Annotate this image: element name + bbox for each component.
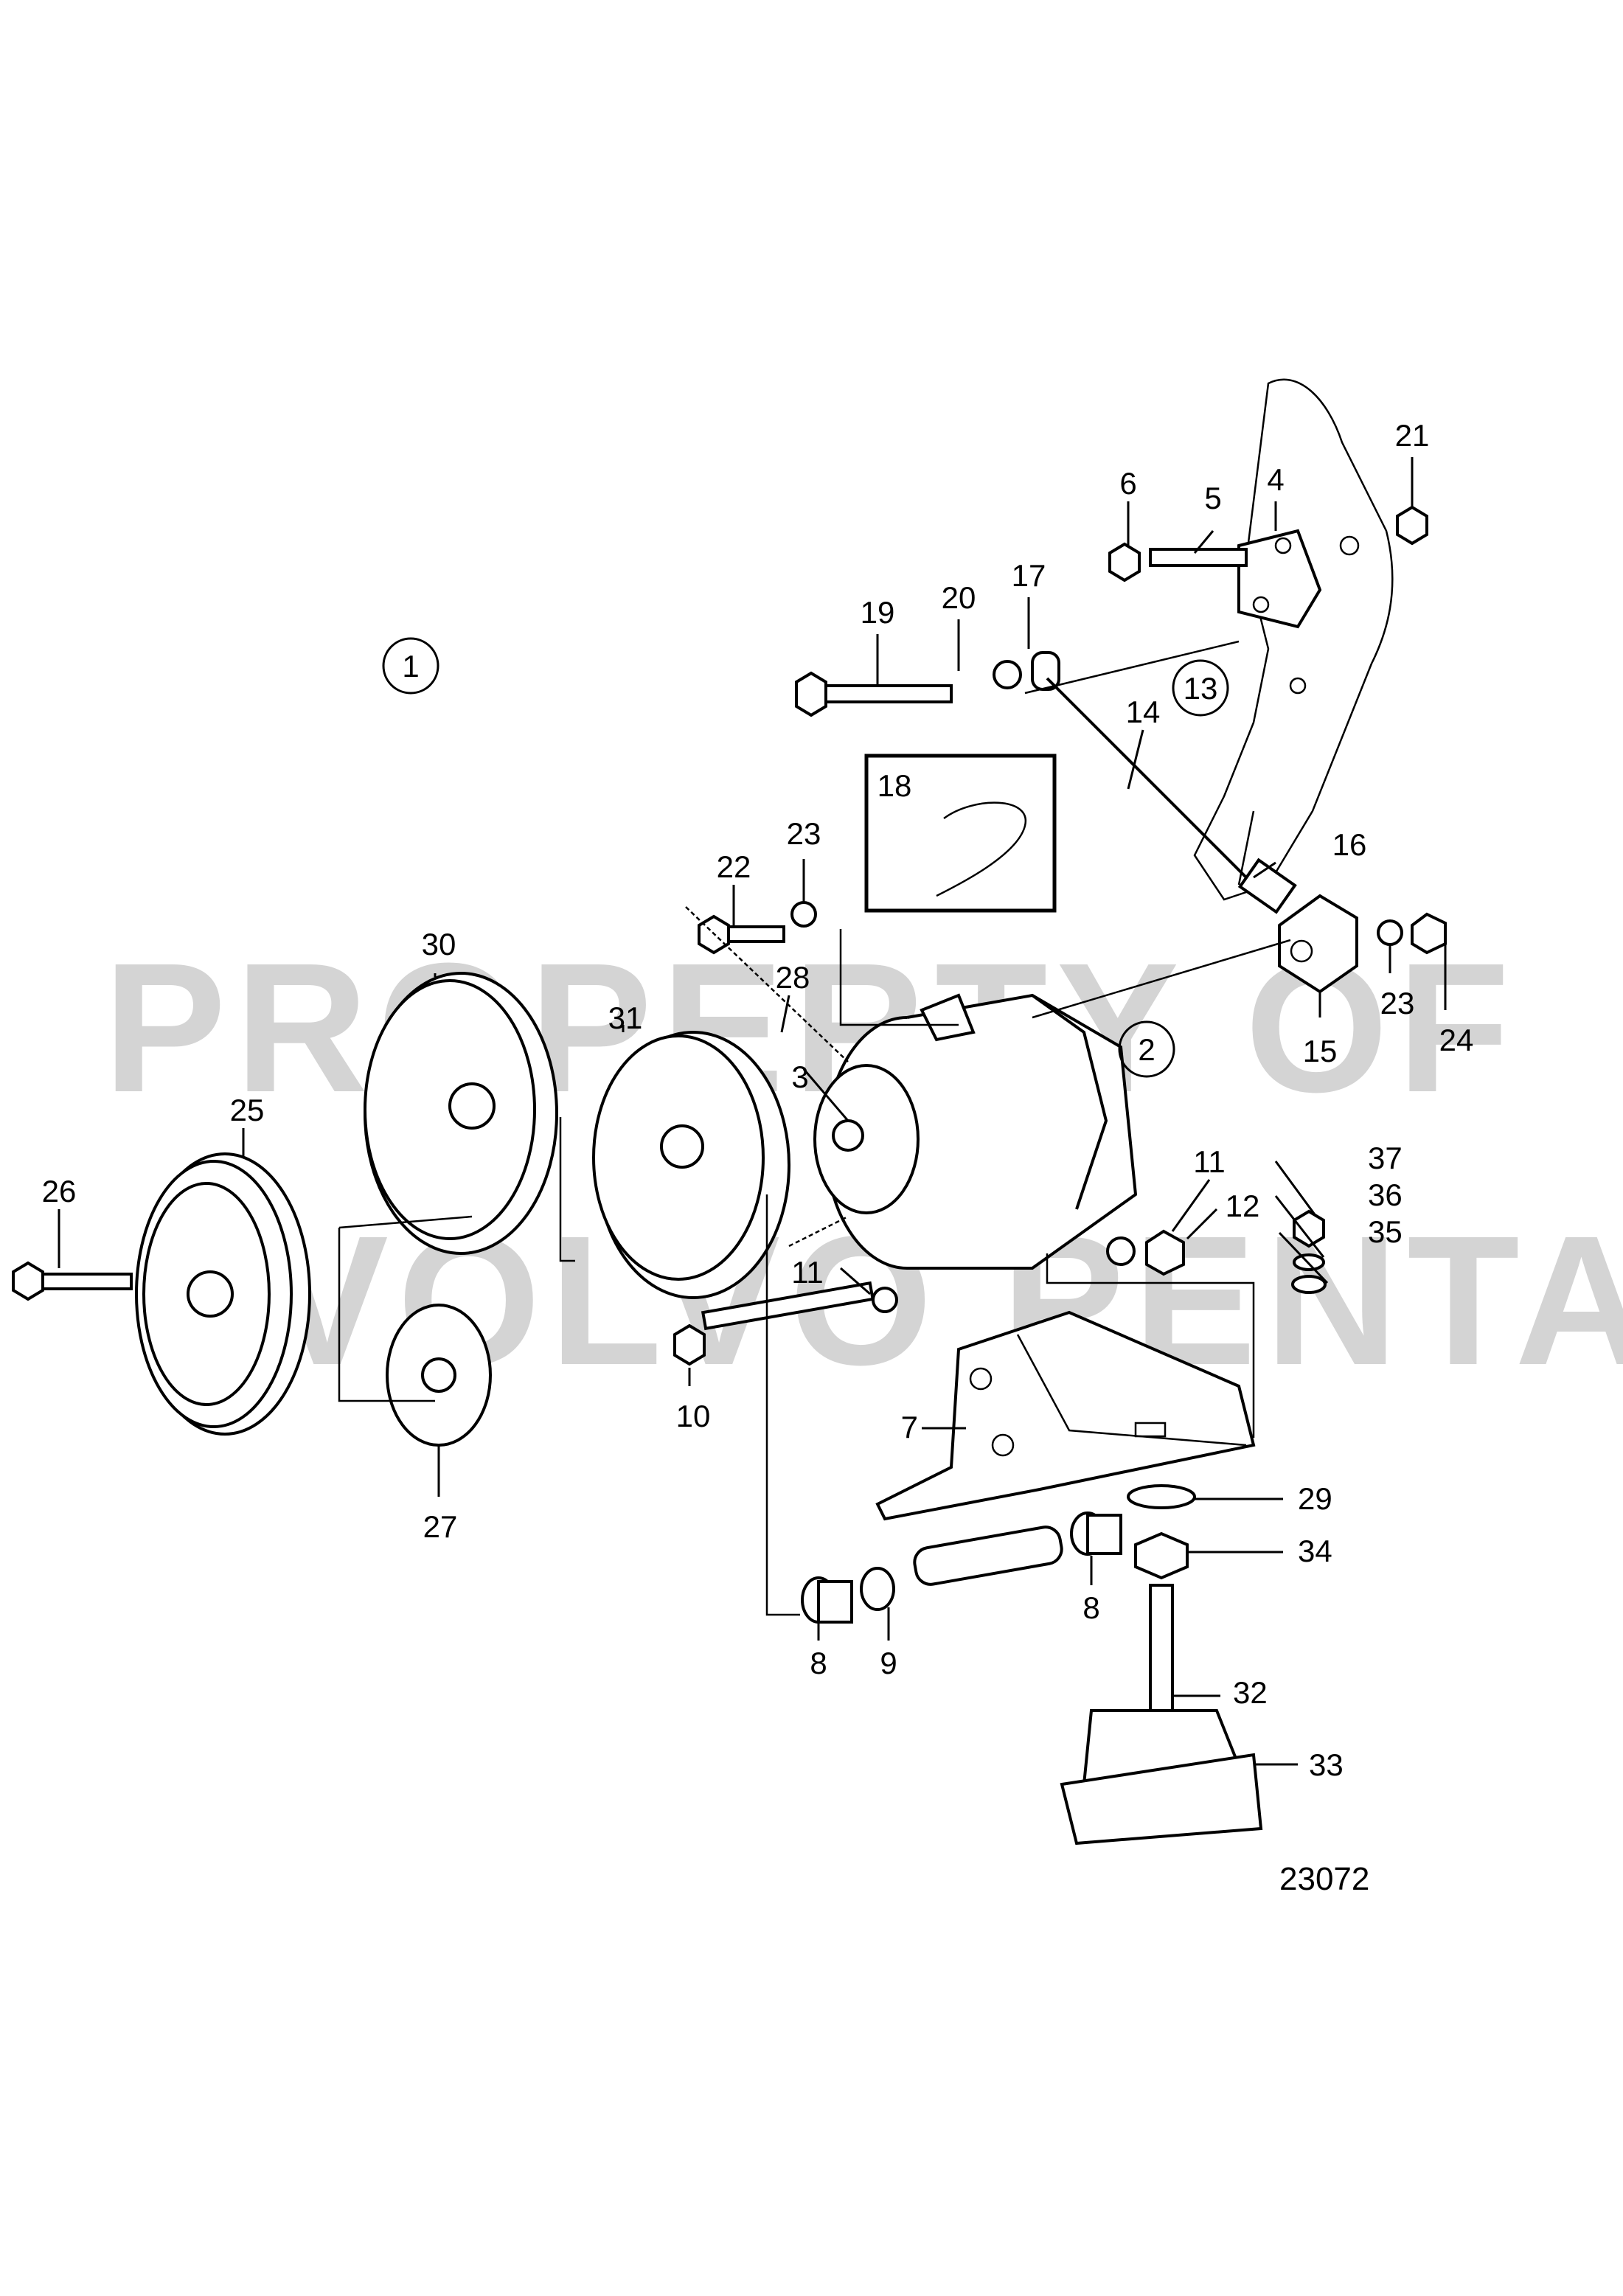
callout-29: 29	[1298, 1481, 1332, 1516]
engine-bracket	[1193, 378, 1394, 901]
callout-13: 13	[1184, 671, 1218, 706]
callout-25: 25	[230, 1093, 265, 1127]
callout-28: 28	[776, 960, 810, 995]
callout-26: 26	[42, 1174, 77, 1208]
watermark-line-1: PROPERTY OF	[103, 925, 1518, 1130]
callout-10: 10	[676, 1399, 711, 1433]
callout-23a: 23	[787, 816, 821, 851]
tension-bracket	[1108, 505, 1428, 629]
washer-29-nut-34	[1127, 1484, 1196, 1580]
callout-2: 2	[1138, 1032, 1155, 1067]
callout-27: 27	[423, 1509, 458, 1544]
callout-12: 12	[1226, 1189, 1260, 1223]
callout-20: 20	[942, 580, 976, 615]
callout-32: 32	[1233, 1675, 1268, 1710]
callout-9: 9	[880, 1646, 897, 1680]
leader-lines	[58, 457, 1447, 1766]
callout-11b: 11	[791, 1255, 824, 1290]
alternator	[813, 993, 1138, 1270]
callout-8a: 8	[1082, 1590, 1099, 1625]
callout-1: 1	[402, 649, 419, 683]
washers-35-37	[1291, 1209, 1327, 1294]
engine-mount	[1060, 1584, 1263, 1846]
callout-34: 34	[1298, 1534, 1332, 1568]
circled-callouts: 1 2 13	[382, 637, 1229, 1078]
callout-4: 4	[1267, 462, 1284, 497]
inset-box-18	[864, 754, 1057, 913]
mounting-bracket	[875, 1310, 1256, 1521]
callout-5: 5	[1204, 481, 1221, 515]
callout-35: 35	[1368, 1214, 1403, 1249]
callout-22: 22	[717, 849, 751, 884]
drawing-number: 23072	[1279, 1861, 1369, 1897]
washer-11-nut-12	[1106, 1229, 1185, 1276]
callout-23b: 23	[1380, 986, 1415, 1020]
callout-36: 36	[1368, 1177, 1403, 1212]
bolt-26	[12, 1261, 133, 1301]
callout-17: 17	[1012, 558, 1046, 593]
callout-labels: 3 4 5 6 7 8 8 9 10 11 11 12 14 15 16 17 …	[42, 418, 1474, 1782]
adjusting-rod	[795, 651, 1297, 914]
callout-8b: 8	[810, 1646, 827, 1680]
callout-7: 7	[901, 1410, 918, 1444]
callout-37: 37	[1368, 1141, 1403, 1175]
callout-19: 19	[861, 595, 895, 630]
callout-11a: 11	[1193, 1144, 1226, 1179]
callout-16: 16	[1332, 827, 1367, 862]
callout-3: 3	[791, 1060, 808, 1094]
callout-31: 31	[608, 1001, 643, 1035]
callout-14: 14	[1126, 695, 1161, 729]
bolt-10	[673, 1281, 898, 1366]
pulleys	[135, 972, 790, 1447]
callout-6: 6	[1119, 466, 1136, 501]
bushings	[801, 1511, 1122, 1624]
callout-15: 15	[1303, 1034, 1338, 1068]
callout-30: 30	[422, 927, 456, 961]
bolt-22	[698, 901, 817, 955]
callout-33: 33	[1309, 1747, 1344, 1782]
drive-belt	[685, 906, 849, 1248]
callout-18: 18	[877, 768, 912, 803]
callout-24: 24	[1439, 1023, 1474, 1057]
callout-21: 21	[1395, 418, 1430, 453]
